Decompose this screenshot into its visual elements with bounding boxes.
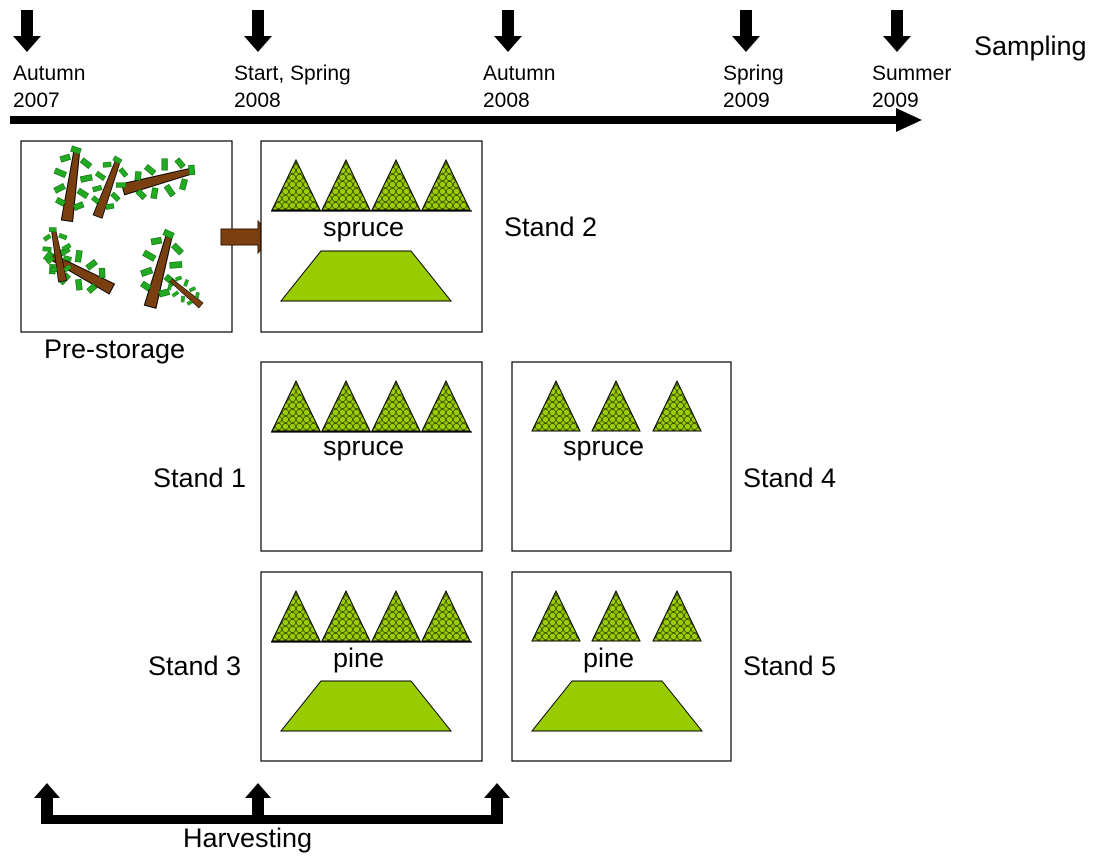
- stand-1-species: spruce: [323, 431, 404, 461]
- harvesting-bracket: [34, 783, 510, 824]
- storage-mound-icon: [279, 250, 453, 302]
- prestorage-label: Pre-storage: [44, 334, 185, 364]
- timeline-point-1-line2: 2007: [13, 89, 60, 112]
- sampling-arrow-icon: [494, 10, 522, 52]
- timeline-point-3-line1: Autumn: [483, 62, 555, 85]
- stand-5-species: pine: [583, 643, 634, 673]
- stand-2-box: spruce: [260, 140, 483, 333]
- sampling-arrows: [13, 10, 911, 52]
- timeline-point-2-line1: Start, Spring: [234, 62, 351, 85]
- stand-4-species: spruce: [563, 431, 644, 461]
- prestorage-box: [20, 140, 233, 333]
- timeline-point-5-line2: 2009: [872, 89, 919, 112]
- timeline-point-5-line1: Summer: [872, 62, 951, 85]
- sampling-arrow-icon: [883, 10, 911, 52]
- harvest-arrow-icon: [245, 783, 271, 824]
- stand-3-species: pine: [333, 643, 384, 673]
- harvest-arrow-icon: [34, 783, 60, 824]
- stand-3-label: Stand 3: [148, 651, 241, 681]
- stand-1-box: spruce: [260, 361, 483, 552]
- timeline-point-4-line2: 2009: [723, 89, 770, 112]
- stand-5-label: Stand 5: [743, 651, 836, 681]
- timeline-point-4-line1: Spring: [723, 62, 784, 85]
- stand-2-species: spruce: [323, 212, 404, 242]
- stand-2-label: Stand 2: [504, 212, 597, 242]
- storage-mound-icon: [279, 680, 453, 732]
- stand-5-box: pine: [511, 571, 732, 762]
- harvest-arrow-icon: [484, 783, 510, 824]
- timeline-point-2-line2: 2008: [234, 89, 281, 112]
- biomass-pile-icon: [531, 380, 702, 432]
- timeline-labels: Autumn 2007 Start, Spring 2008 Autumn 20…: [13, 62, 951, 112]
- stand-1-label: Stand 1: [153, 463, 246, 493]
- stand-4-label: Stand 4: [743, 463, 836, 493]
- timeline-point-3-line2: 2008: [483, 89, 530, 112]
- stand-3-box: pine: [260, 571, 483, 762]
- harvesting-label: Harvesting: [183, 823, 312, 853]
- sampling-arrow-icon: [13, 10, 41, 52]
- sampling-label: Sampling: [974, 31, 1087, 61]
- stand-4-box: spruce: [511, 361, 732, 552]
- timeline-point-1-line1: Autumn: [13, 62, 85, 85]
- timeline-arrow-icon: [10, 108, 922, 132]
- storage-mound-icon: [530, 680, 704, 732]
- sampling-arrow-icon: [244, 10, 272, 52]
- sampling-arrow-icon: [732, 10, 760, 52]
- biomass-pile-icon: [531, 590, 702, 642]
